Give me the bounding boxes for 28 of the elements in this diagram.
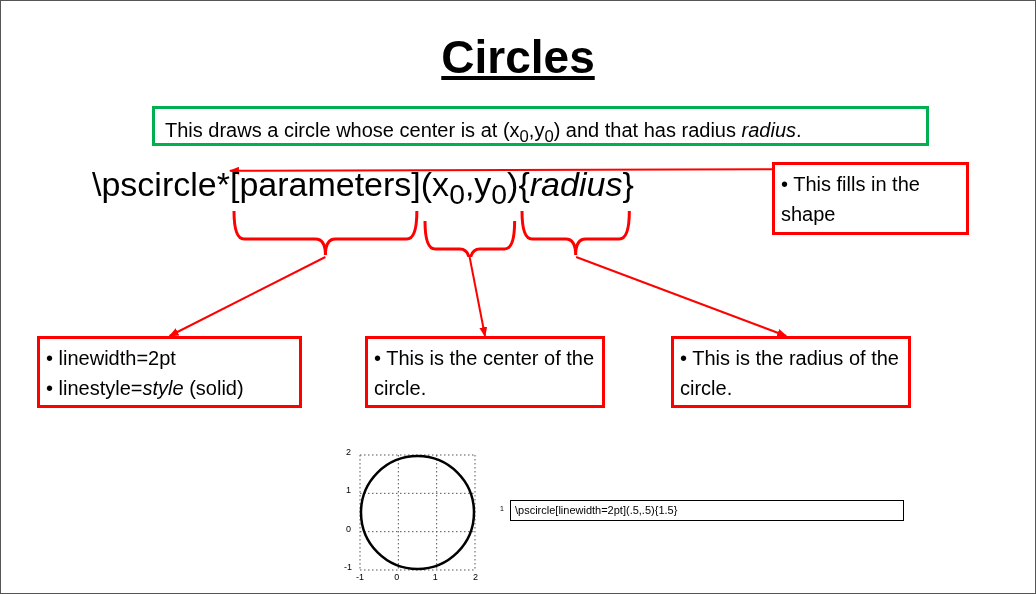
callout-box — [772, 162, 969, 235]
tick-label: 0 — [394, 572, 400, 582]
command-text: [parameters] — [229, 164, 421, 205]
bullet-text: • linewidth=2pt — [46, 346, 177, 371]
bullet-text: • linestyle=style (solid) — [46, 376, 245, 401]
code-box: \pscircle[linewidth=2pt](.5,.5){1.5} — [510, 500, 904, 521]
callout-box — [37, 336, 302, 408]
arrow — [575, 256, 788, 337]
arrow — [228, 166, 773, 175]
callout-box — [671, 336, 911, 408]
tick-label: -1 — [344, 562, 352, 572]
bullet-text: • This fills in the shape — [781, 172, 921, 227]
arrow — [168, 256, 327, 337]
bullet-text: • This is the center of the circle. — [374, 346, 596, 401]
bullet-text: • This is the radius of the circle. — [680, 346, 900, 401]
command-text: \pscircle* — [92, 164, 230, 205]
tick-label: 0 — [346, 523, 351, 534]
callout-box — [365, 336, 605, 408]
tick-label: -1 — [356, 572, 364, 582]
tick-label: 1 — [346, 485, 351, 496]
command-text: (x$_{0}$,y$_{0}$) — [420, 164, 519, 212]
arrow — [468, 256, 488, 337]
note-box: This draws a circle whose center is at (x$_{0}$,y$_{0}$) and that has radius radius. — [152, 106, 929, 146]
command-text: {radius} — [518, 164, 634, 205]
tick-label: 2 — [473, 572, 478, 582]
tick-label: 2 — [346, 447, 351, 457]
slide-title: Circles — [440, 30, 596, 84]
tick-label: 1 — [432, 572, 438, 582]
